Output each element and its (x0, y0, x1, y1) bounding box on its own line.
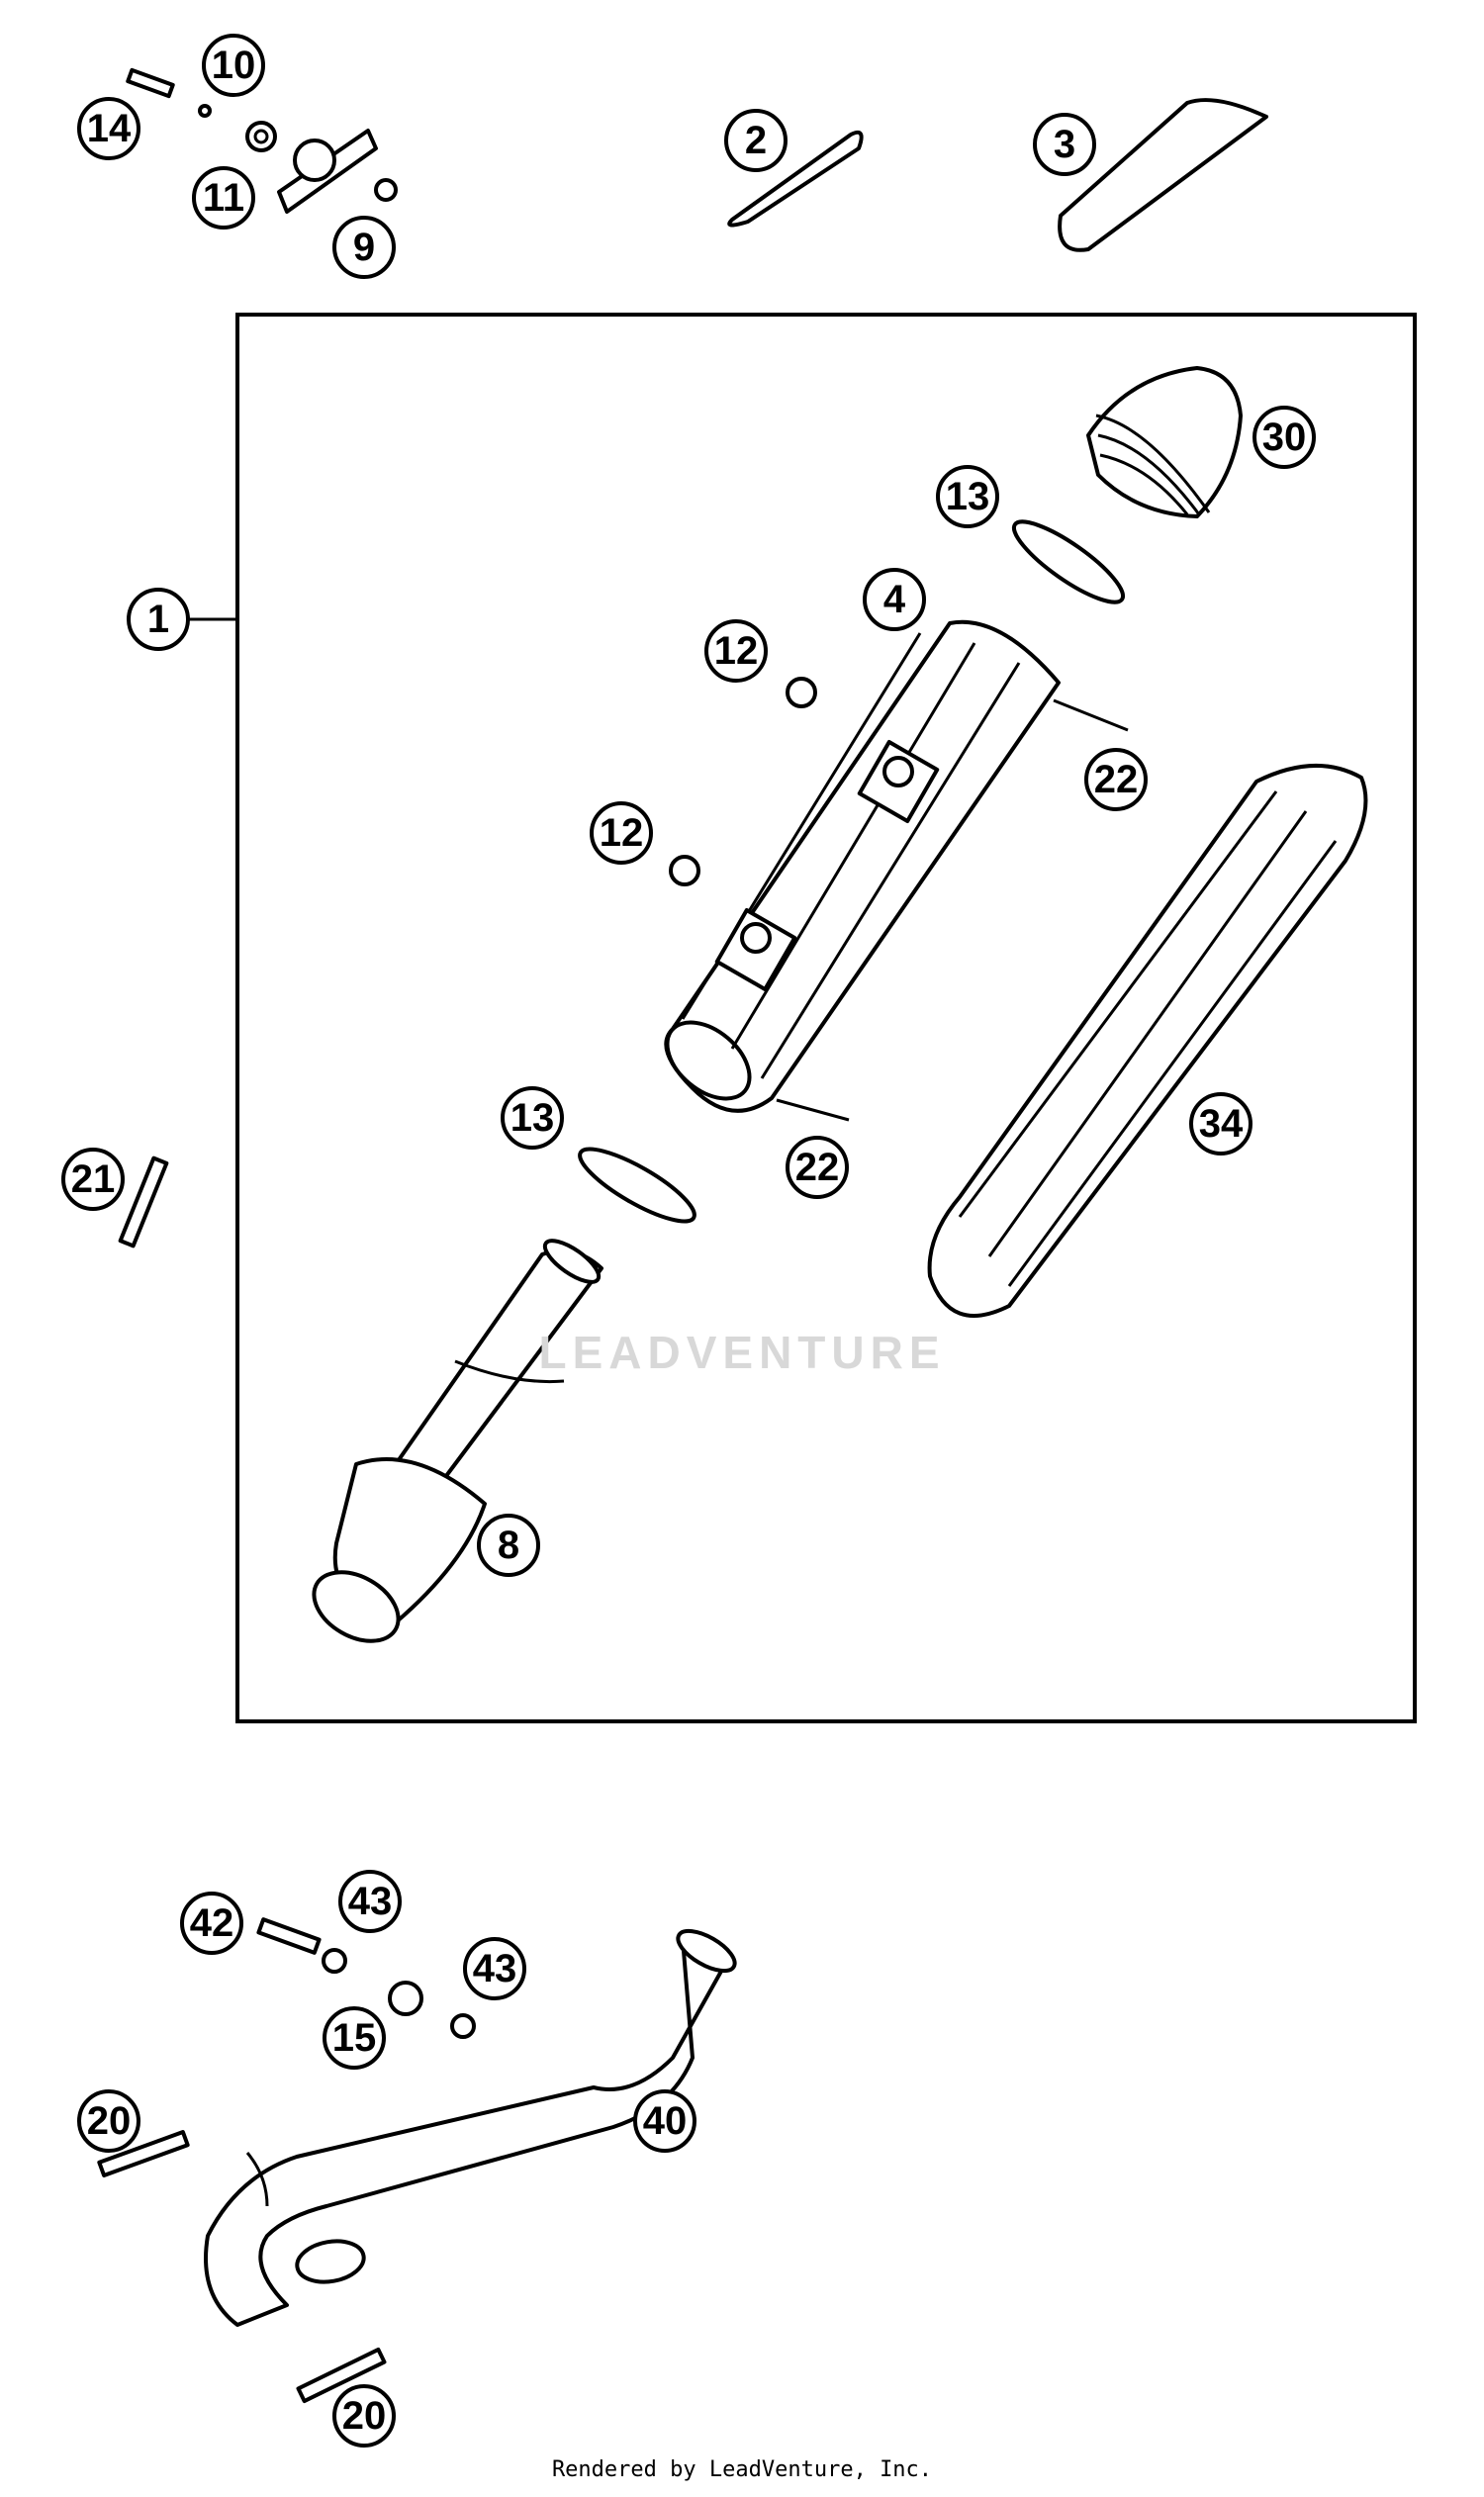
spring-21 (118, 1156, 169, 1248)
muffler-housing-4 (664, 619, 1061, 1113)
callout-21: 21 (61, 1148, 125, 1211)
screw-22-top (1053, 698, 1129, 732)
header-hardware-group (256, 1917, 476, 2039)
heat-shield-2 (727, 130, 864, 228)
header-pipe-40 (204, 1928, 737, 2327)
svg-text:22: 22 (1094, 758, 1139, 801)
callout-3: 3 (1033, 113, 1096, 176)
gasket-13-bottom (578, 1147, 696, 1224)
callout-30: 30 (1252, 406, 1316, 469)
svg-text:11: 11 (203, 176, 244, 220)
svg-text:14: 14 (87, 107, 132, 150)
watermark: LEADVENTURE (538, 1327, 946, 1378)
nut-12-bottom (669, 855, 700, 886)
svg-text:9: 9 (353, 226, 375, 269)
callout-11: 11 (192, 166, 255, 230)
callout-12-top: 12 (704, 619, 768, 683)
callout-22-top: 22 (1084, 748, 1148, 811)
callout-15: 15 (323, 2006, 386, 2070)
svg-text:43: 43 (348, 1880, 393, 1923)
washer-43-right (450, 2013, 476, 2039)
svg-text:21: 21 (71, 1157, 116, 1201)
callout-13-top: 13 (936, 465, 999, 528)
nut-12-top (786, 677, 817, 708)
callout-43-top: 43 (338, 1870, 402, 1933)
callout-34: 34 (1189, 1092, 1252, 1156)
nut-11 (245, 121, 277, 152)
svg-text:1: 1 (147, 598, 169, 641)
nut-small (374, 178, 398, 202)
nut-11-hole (253, 129, 269, 144)
washer-43-left (322, 1948, 347, 1974)
bracket-9-bushing (293, 139, 336, 182)
svg-text:13: 13 (510, 1096, 555, 1140)
callout-20-bottom: 20 (332, 2384, 396, 2448)
callout-14: 14 (77, 97, 140, 160)
end-cap-30 (1086, 366, 1243, 518)
footer-credit: Rendered by LeadVenture, Inc. (551, 2457, 933, 2482)
svg-text:22: 22 (795, 1146, 840, 1189)
callout-40: 40 (633, 2089, 696, 2153)
gasket-13-top (1011, 519, 1126, 604)
inlet-pipe-8 (312, 1239, 603, 1643)
svg-text:13: 13 (946, 475, 990, 518)
svg-text:12: 12 (714, 629, 759, 673)
callout-22-bottom: 22 (786, 1136, 849, 1199)
callout-42: 42 (180, 1892, 243, 1955)
callout-8: 8 (477, 1514, 540, 1577)
svg-text:42: 42 (190, 1901, 234, 1945)
washer-10 (198, 104, 212, 118)
screw-14 (126, 67, 175, 99)
spring-20-bottom (296, 2347, 387, 2404)
callout-10: 10 (202, 34, 265, 97)
spring-20-top (97, 2130, 190, 2177)
callout-12-bottom: 12 (590, 801, 653, 865)
nut-15 (388, 1981, 423, 2016)
callout-2: 2 (724, 109, 788, 172)
svg-text:4: 4 (883, 578, 906, 621)
svg-text:20: 20 (87, 2099, 132, 2143)
callout-4: 4 (863, 568, 926, 631)
svg-text:40: 40 (643, 2099, 688, 2143)
svg-text:20: 20 (342, 2394, 387, 2438)
svg-text:12: 12 (600, 811, 644, 855)
callout-13-bottom: 13 (501, 1086, 564, 1150)
callout-43-right: 43 (463, 1937, 526, 2000)
bracket-hardware-group (126, 67, 398, 214)
svg-text:10: 10 (212, 44, 256, 87)
svg-text:34: 34 (1199, 1102, 1244, 1146)
svg-text:8: 8 (498, 1524, 519, 1567)
callout-1: 1 (127, 588, 190, 651)
callout-9: 9 (332, 216, 396, 279)
screw-22-bottom (776, 1098, 850, 1122)
svg-text:43: 43 (473, 1947, 517, 1990)
callout-20-top: 20 (77, 2089, 140, 2153)
bolt-42 (256, 1917, 322, 1955)
silencer-sleeve-34 (927, 763, 1368, 1318)
heat-shield-3 (1058, 98, 1268, 252)
svg-text:30: 30 (1262, 416, 1307, 459)
svg-text:15: 15 (332, 2016, 377, 2060)
svg-text:3: 3 (1054, 123, 1075, 166)
assembly-frame (235, 313, 1417, 1723)
svg-text:2: 2 (745, 119, 767, 162)
